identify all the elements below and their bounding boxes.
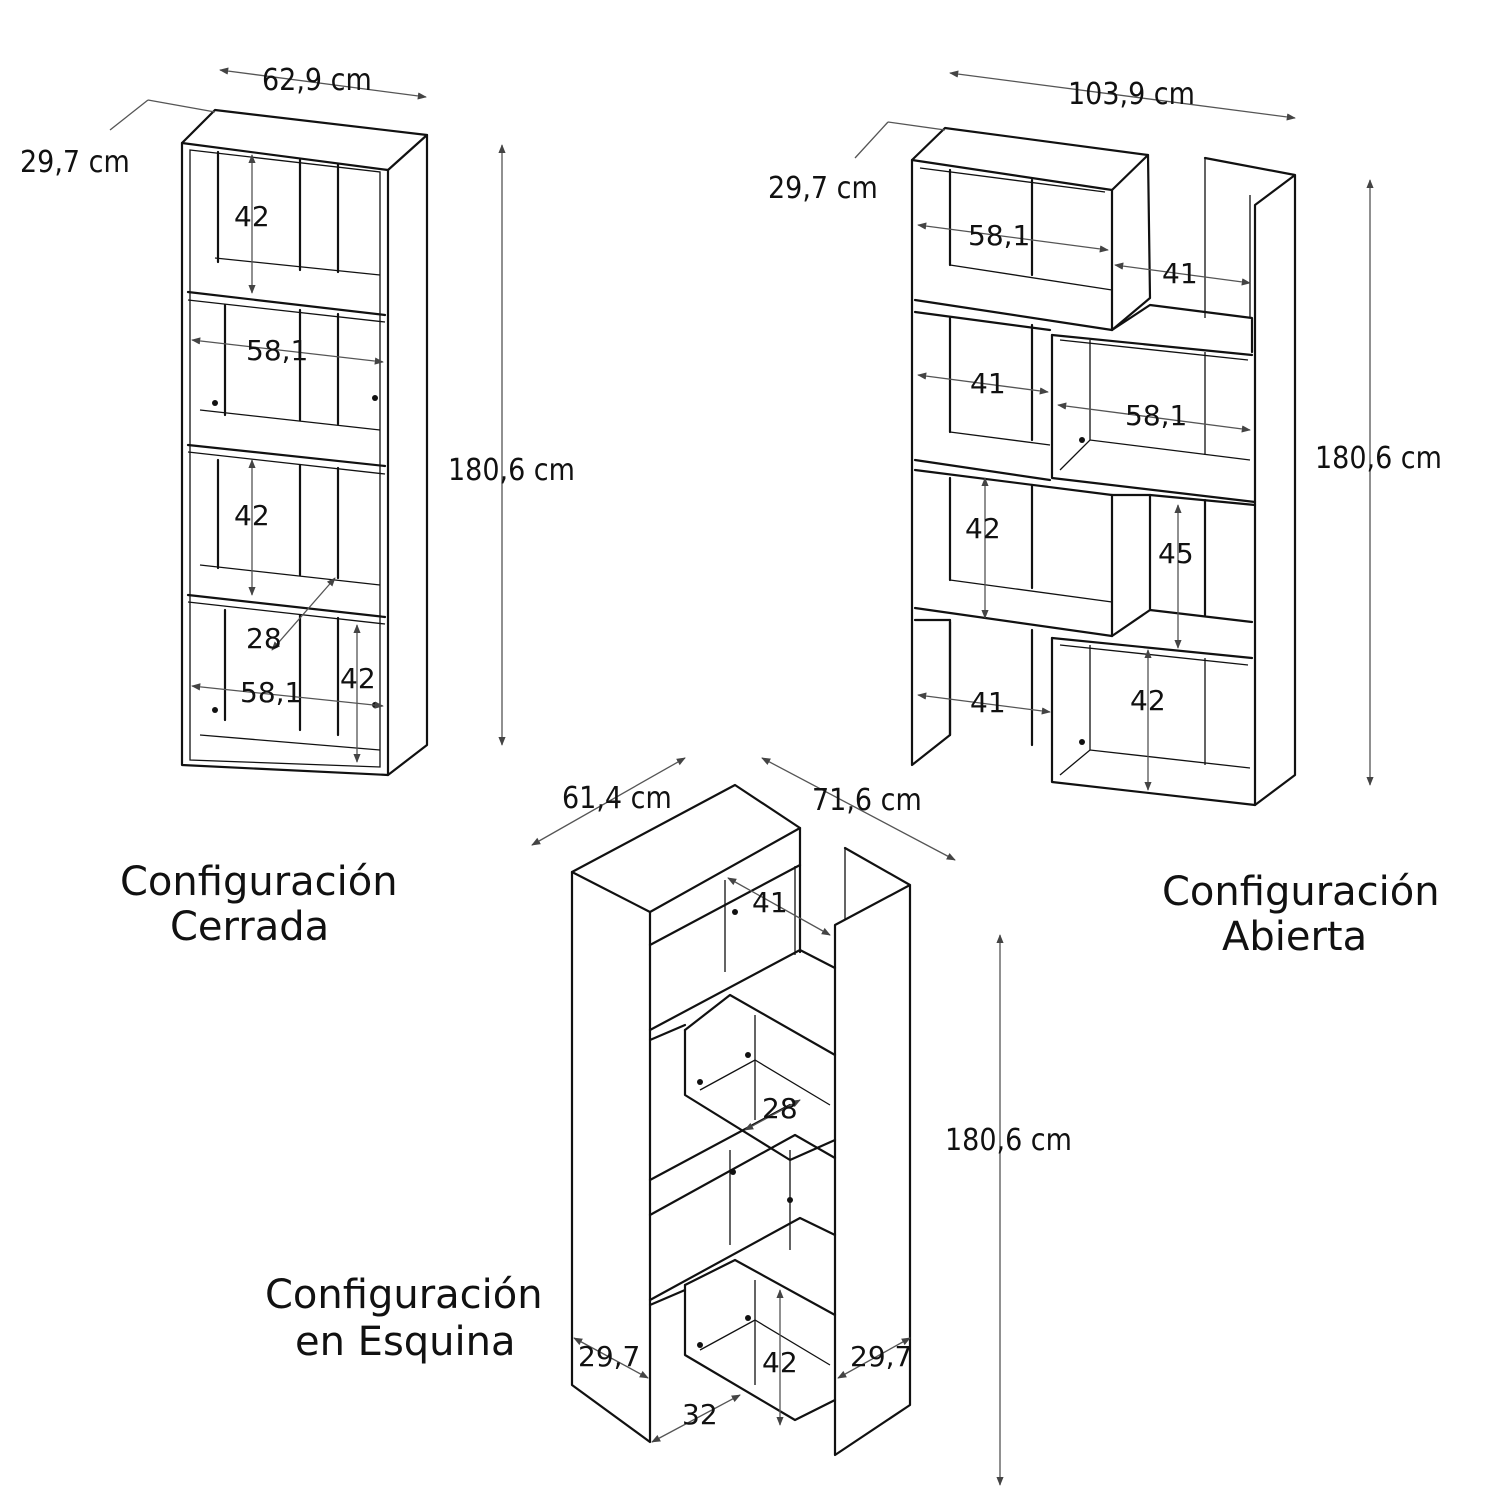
closed-inner-depth: 28 xyxy=(246,622,282,655)
closed-height-label: 180,6 cm xyxy=(448,453,575,488)
corner-left-depth: 29,7 xyxy=(578,1340,640,1373)
open-top-width: 58,1 xyxy=(968,219,1030,252)
closed-caption-line2: Cerrada xyxy=(170,904,329,950)
open-left-width: 41 xyxy=(970,367,1006,400)
corner-base-width: 32 xyxy=(682,1398,718,1431)
corner-configuration: 61,4 cm 71,6 cm 180,6 cm 41 28 42 29,7 2… xyxy=(265,757,1072,1486)
closed-inner-height-3: 42 xyxy=(340,662,376,695)
open-caption-line2: Abierta xyxy=(1222,914,1367,960)
open-bottom-right-height: 42 xyxy=(1130,684,1166,717)
closed-inner-width-1: 58,1 xyxy=(246,334,308,367)
open-right-height: 45 xyxy=(1158,537,1194,570)
open-width-label: 103,9 cm xyxy=(1068,77,1195,112)
corner-inner-height: 42 xyxy=(762,1346,798,1379)
closed-depth-label: 29,7 cm xyxy=(20,145,130,180)
corner-caption-line2: en Esquina xyxy=(295,1319,516,1365)
open-depth-label: 29,7 cm xyxy=(768,171,878,206)
corner-inner-width: 41 xyxy=(752,886,788,919)
open-gap-width: 41 xyxy=(1162,257,1198,290)
closed-inner-height-2: 42 xyxy=(234,499,270,532)
closed-width-label: 62,9 cm xyxy=(262,63,372,98)
closed-caption-line1: Configuración xyxy=(120,859,398,905)
corner-side-a-label: 61,4 cm xyxy=(562,781,672,816)
corner-height-label: 180,6 cm xyxy=(945,1123,1072,1158)
open-right-width: 58,1 xyxy=(1125,399,1187,432)
corner-right-depth: 29,7 xyxy=(850,1340,912,1373)
closed-inner-height-1: 42 xyxy=(234,200,270,233)
closed-configuration: 62,9 cm 29,7 cm 180,6 cm 42 58,1 42 28 5… xyxy=(20,63,575,950)
open-left-height: 42 xyxy=(965,512,1001,545)
open-caption-line1: Configuración xyxy=(1162,869,1440,915)
open-configuration: 103,9 cm 29,7 cm 180,6 cm 58,1 41 41 58,… xyxy=(768,70,1442,960)
corner-inner-depth: 28 xyxy=(762,1092,798,1125)
closed-inner-width-2: 58,1 xyxy=(240,676,302,709)
open-height-label: 180,6 cm xyxy=(1315,441,1442,476)
corner-caption-line1: Configuración xyxy=(265,1272,543,1318)
corner-side-b-label: 71,6 cm xyxy=(812,783,922,818)
open-bottom-left-width: 41 xyxy=(970,686,1006,719)
